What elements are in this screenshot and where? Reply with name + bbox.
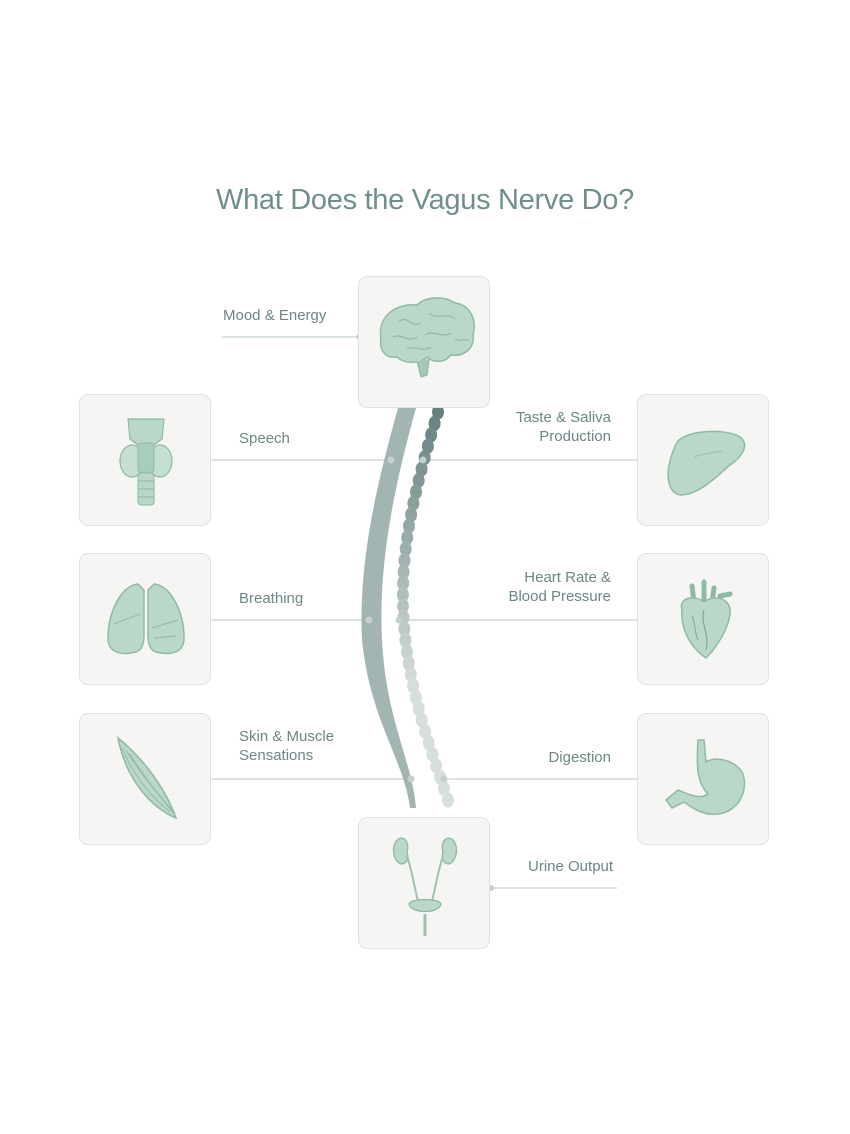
- junction-dot-speech: [387, 456, 395, 464]
- lungs-icon: [107, 583, 185, 655]
- label-skin: Skin & Muscle Sensations: [239, 728, 335, 764]
- label-taste: Taste & Saliva Production: [515, 409, 611, 445]
- nerve-segment: [419, 724, 432, 739]
- nerve-segment: [397, 598, 409, 614]
- junction-dot-digestion: [440, 775, 448, 783]
- card-heart: [637, 553, 769, 685]
- card-digestion: [637, 713, 769, 845]
- nerve-segment: [399, 632, 412, 648]
- label-digestion: Digestion: [548, 749, 611, 766]
- nerve-segment: [409, 689, 422, 705]
- nerve-segment: [430, 758, 443, 774]
- junction-dot-taste: [419, 456, 427, 464]
- nerve-segment: [432, 404, 444, 420]
- page-title: What Does the Vagus Nerve Do?: [216, 184, 634, 216]
- nerve-segment: [398, 552, 411, 568]
- nerve-segment: [397, 575, 410, 591]
- nerve-segment: [399, 541, 412, 557]
- nerve-segment: [400, 644, 413, 660]
- nerve-segment: [397, 564, 410, 580]
- card-taste: [637, 394, 769, 526]
- nerve-segment: [405, 507, 418, 523]
- nerve-segment: [407, 495, 420, 511]
- nerve-segment: [401, 530, 414, 545]
- nerve-segment: [404, 667, 417, 682]
- label-breathing: Breathing: [239, 590, 304, 607]
- nerve-segment: [402, 655, 415, 671]
- card-skin: [79, 713, 211, 845]
- nerve-solid-band: [361, 408, 416, 808]
- label-heart: Heart Rate & Blood Pressure: [508, 569, 611, 605]
- nerve-segment: [412, 701, 425, 717]
- nerve-segment: [415, 712, 428, 728]
- nerve-segment: [426, 746, 439, 762]
- tongue-icon: [667, 430, 746, 496]
- junction-dot-heart: [395, 616, 403, 624]
- nerve-segment: [438, 781, 450, 797]
- nerve-segment: [428, 415, 441, 431]
- junction-dot-skin: [407, 775, 415, 783]
- nerve-segment: [421, 438, 434, 454]
- nerve-segment: [422, 735, 435, 751]
- card-mood: [358, 276, 490, 408]
- muscle-icon: [116, 736, 178, 820]
- nerve-segment: [410, 484, 422, 500]
- nerve-segment: [396, 587, 409, 603]
- nerve-segment: [407, 678, 420, 694]
- nerve-segment: [415, 461, 428, 477]
- label-urine: Urine Output: [528, 858, 614, 875]
- kidneys-icon: [392, 837, 458, 936]
- label-mood: Mood & Energy: [223, 307, 327, 324]
- nerve-segment: [425, 427, 438, 443]
- label-speech: Speech: [239, 430, 290, 447]
- nerve-segment: [442, 792, 454, 808]
- brain-icon: [379, 297, 475, 378]
- card-speech: [79, 394, 211, 526]
- junction-dot-breathing: [365, 616, 373, 624]
- larynx-icon: [119, 418, 173, 506]
- nerve-segment: [403, 518, 415, 534]
- stomach-icon: [664, 739, 746, 816]
- nerve-segment: [398, 621, 411, 637]
- card-breathing: [79, 553, 211, 685]
- card-urine: [358, 817, 490, 949]
- nerve-segment: [412, 473, 425, 488]
- heart-icon: [680, 579, 733, 659]
- nerve-dotted-band: [396, 404, 454, 808]
